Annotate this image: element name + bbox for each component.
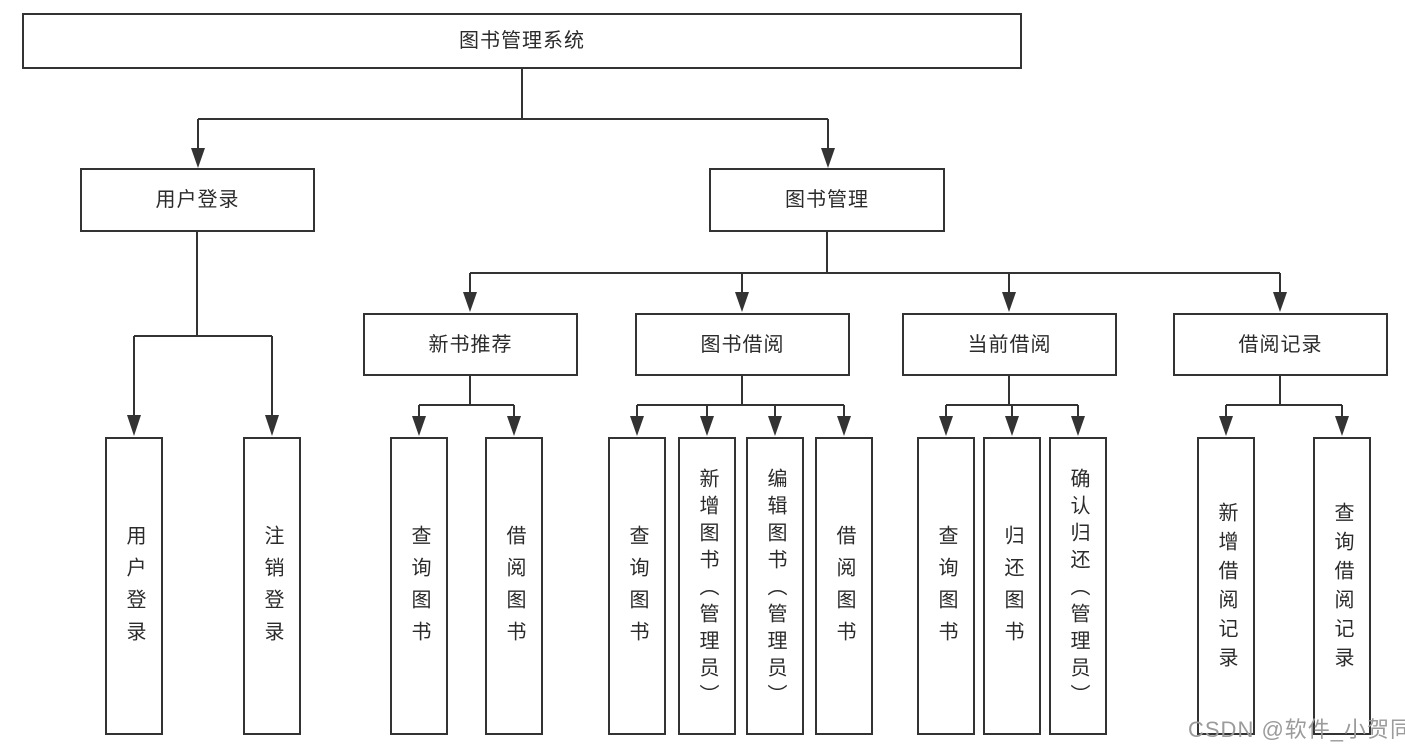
node-leaf-current-query: 查询图书 — [917, 437, 975, 735]
arrowhead — [837, 416, 851, 436]
edge-book-borrow-branch — [630, 376, 851, 436]
node-leaf-current-confirm-admin: 确认归还（管理员） — [1049, 437, 1107, 735]
node-root: 图书管理系统 — [22, 13, 1022, 69]
arrowhead — [821, 148, 835, 168]
edge-root-to-level2 — [191, 68, 835, 168]
arrowhead — [768, 416, 782, 436]
arrowhead — [265, 415, 279, 436]
arrowhead — [1335, 416, 1349, 436]
edge-new-book-branch — [412, 376, 521, 436]
arrowhead — [191, 148, 205, 168]
arrowhead — [1071, 416, 1085, 436]
edge-user-login-branch — [127, 232, 279, 436]
node-book-management: 图书管理 — [709, 168, 945, 232]
node-borrow-records: 借阅记录 — [1173, 313, 1388, 376]
arrowhead — [630, 416, 644, 436]
node-leaf-logout: 注销登录 — [243, 437, 301, 735]
arrowhead — [1219, 416, 1233, 436]
arrowhead — [1005, 416, 1019, 436]
arrowhead — [127, 415, 141, 436]
edge-borrow-records-branch — [1219, 376, 1349, 436]
edge-current-borrow-branch — [939, 376, 1085, 436]
arrowhead — [939, 416, 953, 436]
node-leaf-borrow-book: 借阅图书 — [815, 437, 873, 735]
arrowhead — [507, 416, 521, 436]
node-leaf-borrow-edit-admin: 编辑图书（管理员） — [746, 437, 804, 735]
arrowhead — [735, 292, 749, 312]
node-current-borrow: 当前借阅 — [902, 313, 1117, 376]
node-leaf-user-login: 用户登录 — [105, 437, 163, 735]
node-leaf-records-add: 新增借阅记录 — [1197, 437, 1255, 735]
node-leaf-current-return: 归还图书 — [983, 437, 1041, 735]
node-leaf-borrow-query: 查询图书 — [608, 437, 666, 735]
node-new-book-recommend: 新书推荐 — [363, 313, 578, 376]
arrowhead — [412, 416, 426, 436]
node-user-login: 用户登录 — [80, 168, 315, 232]
node-leaf-borrow-add-admin: 新增图书（管理员） — [678, 437, 736, 735]
arrowhead — [463, 292, 477, 312]
arrowhead — [1273, 292, 1287, 312]
edge-book-management-branch — [463, 232, 1287, 312]
watermark: CSDN @软件_小贺同学 — [1188, 717, 1405, 742]
arrowhead — [700, 416, 714, 436]
node-leaf-newbook-query: 查询图书 — [390, 437, 448, 735]
node-leaf-newbook-borrow: 借阅图书 — [485, 437, 543, 735]
arrowhead — [1002, 292, 1016, 312]
node-book-borrow: 图书借阅 — [635, 313, 850, 376]
node-leaf-records-query: 查询借阅记录 — [1313, 437, 1371, 735]
